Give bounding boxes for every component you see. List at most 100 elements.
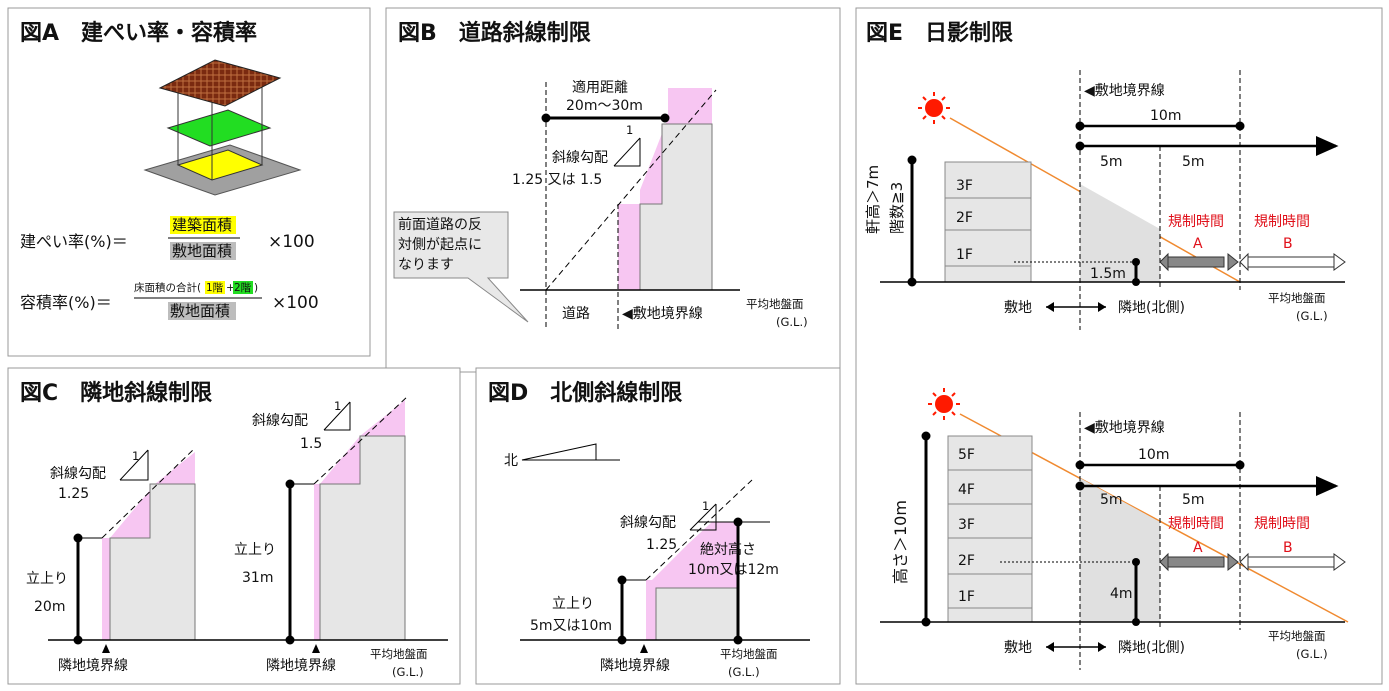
road-label: 道路 <box>562 306 590 322</box>
dist-5m-a-bottom: 5m <box>1100 492 1123 508</box>
shadow-area-bottom <box>1080 478 1160 622</box>
reg-a-label-bottom: 規制時間 <box>1168 516 1224 532</box>
floor-bottom-0: 5F <box>958 447 975 463</box>
floor-bottom-1: 4F <box>958 482 975 498</box>
north-gl-code: (G.L.) <box>728 665 760 679</box>
shadow-area-top <box>1080 184 1160 282</box>
site-label-bottom: 敷地 <box>1004 640 1032 656</box>
floor-top-2: 1F <box>956 247 973 263</box>
north-arrow <box>521 443 597 461</box>
shadow-bottom: 5F 4F 3F 2F 1F 高さ＞10m ◀敷地境界線 10m 5m 5m <box>880 388 1349 670</box>
adj-gl-label: 平均地盤面 <box>370 647 428 661</box>
apply-distance-start <box>541 113 551 123</box>
adj-a-shade <box>102 452 195 640</box>
boundary-label-top: ◀敷地境界線 <box>1084 83 1165 99</box>
apply-distance-range: 20m〜30m <box>566 98 643 114</box>
height-rule-top-2: 階数≧3 <box>888 182 906 234</box>
adj-a-boundary-label: 隣地境界線 <box>58 658 128 674</box>
panel-d-title: 図D 北側斜線制限 <box>488 380 682 406</box>
bcr-times: ×100 <box>268 232 315 252</box>
far-num-pre: 床面積の合計( <box>134 281 201 294</box>
north-rise-label: 立上り <box>552 596 594 612</box>
reg-b-arrow-top <box>1245 256 1335 268</box>
dist-10m-label-top: 10m <box>1150 108 1181 124</box>
reg-b-code-bottom: B <box>1283 540 1293 556</box>
apply-distance-end <box>660 113 670 123</box>
panel-c-title: 図C 隣地斜線制限 <box>20 380 212 406</box>
north-boundary-marker <box>640 644 648 653</box>
building-bottom <box>947 435 1033 623</box>
far-times: ×100 <box>272 293 319 313</box>
reg-a-arrow-top <box>1165 256 1225 268</box>
reg-a-code-bottom: A <box>1193 540 1203 556</box>
building-top <box>944 161 1032 283</box>
adj-a-slope-line <box>101 447 196 539</box>
panel-a-title: 図A 建ぺい率・容積率 <box>20 20 257 46</box>
adj-b-slope-line <box>313 395 409 485</box>
road-slope-ratio: 1.25 又は 1.5 <box>512 172 602 188</box>
floor-top-0: 3F <box>956 178 973 194</box>
reg-a-arrow-bottom <box>1165 556 1225 568</box>
north-slope-ratio: 1.25 <box>646 537 677 553</box>
gl-label-top: 平均地盤面 <box>1268 291 1326 305</box>
far-f2-highlight <box>233 281 253 294</box>
north-slope-label: 斜線勾配 <box>620 515 676 531</box>
panel-c: 図C 隣地斜線制限 斜線勾配 1 1.25 立上り 20m 隣地境界線 斜線勾配… <box>7 367 461 685</box>
sun-icon-top <box>918 92 950 124</box>
dist-5m-b-top: 5m <box>1182 154 1205 170</box>
adj-b-rise-label: 立上り <box>234 542 276 558</box>
road-callout-line-2: 対側が起点に <box>398 237 482 253</box>
reg-b-label-bottom: 規制時間 <box>1254 516 1310 532</box>
panel-b: 図B 道路斜線制限 適用距離 20m〜30m 斜線勾配 1 1.25 又は 1.… <box>385 7 841 373</box>
adj-a-slope-label: 斜線勾配 <box>50 466 106 482</box>
adj-a-slope-num: 1 <box>132 449 139 463</box>
floor-bottom-4: 1F <box>958 589 975 605</box>
adj-a-boundary-marker <box>102 644 110 653</box>
floor-bottom-3: 2F <box>958 553 975 569</box>
adj-b-rise-value: 31m <box>242 570 273 586</box>
road-callout-line-1: 前面道路の反 <box>398 216 482 233</box>
reg-a-code-top: A <box>1193 236 1203 252</box>
far-num-f2: 2階 <box>234 282 252 294</box>
dist-10m-label-bottom: 10m <box>1138 447 1169 463</box>
gl-code-bottom: (G.L.) <box>1296 647 1328 661</box>
measure-h-top: 1.5m <box>1090 266 1126 282</box>
far-f1-highlight <box>205 281 225 294</box>
far-num-plus: + <box>226 282 235 294</box>
road-slope-line <box>545 89 717 291</box>
gl-label-bottom: 平均地盤面 <box>1268 629 1326 643</box>
apply-distance-label: 適用距離 <box>572 79 628 96</box>
adj-b-slope-label: 斜線勾配 <box>252 413 308 429</box>
bcr-num-highlight <box>170 216 236 234</box>
reg-b-label-top: 規制時間 <box>1254 214 1310 230</box>
panel-a: 図A 建ぺい率・容積率 建ぺい率(%)＝ 建築面積 敷地面積 ×100 容積率(… <box>7 7 371 357</box>
dist-5m-b-bottom: 5m <box>1182 492 1205 508</box>
far-num-post: ) <box>254 282 258 294</box>
gl-code-top: (G.L.) <box>1296 309 1328 323</box>
sun-icon-bottom <box>928 388 960 420</box>
reg-b-arrow-bottom <box>1245 556 1335 568</box>
adj-b-slope-ratio: 1.5 <box>300 436 322 452</box>
north-boundary-label: 隣地境界線 <box>600 658 670 674</box>
road-gl-code: (G.L.) <box>776 315 808 329</box>
road-callout <box>393 211 529 323</box>
road-slope-label: 斜線勾配 <box>552 150 608 166</box>
adj-a-rise-label: 立上り <box>26 571 68 587</box>
bcr-den: 敷地面積 <box>172 242 232 260</box>
neighbor-label-bottom: 隣地(北側) <box>1118 640 1185 656</box>
reg-a-label-top: 規制時間 <box>1168 214 1224 230</box>
road-boundary-label: ◀敷地境界線 <box>622 306 703 322</box>
shadow-top: 3F 2F 1F 軒高＞7m 階数≧3 ◀敷地境界線 10m 5m 5m <box>864 70 1346 330</box>
neighbor-label-top: 隣地(北側) <box>1118 300 1185 316</box>
north-building <box>655 587 739 641</box>
road-slope-triangle <box>614 138 641 167</box>
bcr-num: 建築面積 <box>172 216 232 234</box>
panel-b-frame <box>385 7 841 373</box>
house-illustration <box>143 59 302 196</box>
floor-top-1: 2F <box>956 210 973 226</box>
measure-h-bottom: 4m <box>1110 586 1133 602</box>
road-slope-num: 1 <box>626 123 633 137</box>
north-abs-height-1: 絶対高さ <box>700 541 756 558</box>
height-rule-bottom: 高さ＞10m <box>891 500 910 584</box>
